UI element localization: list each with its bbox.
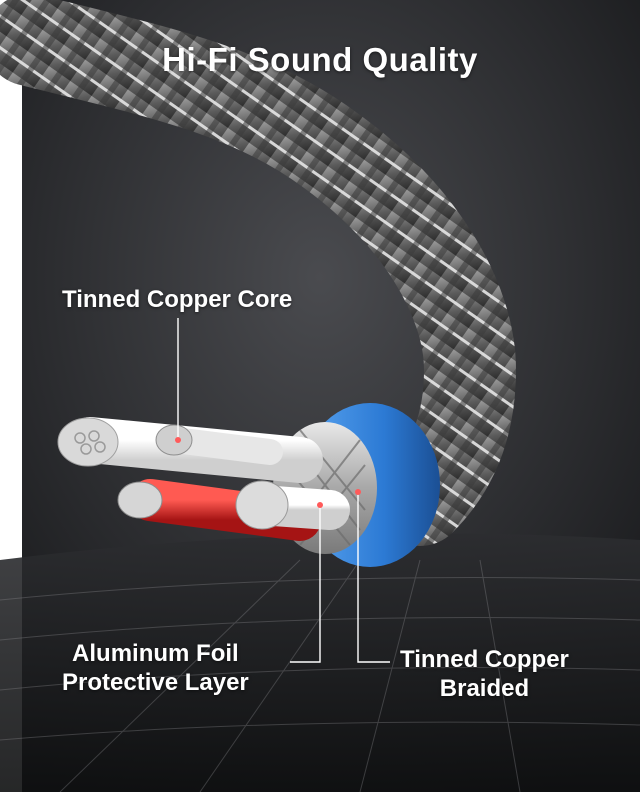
page-title: Hi-Fi Sound Quality [162,41,478,78]
white-wire-texture [74,430,106,455]
floor-lines [0,559,640,792]
callout-aluminum-foil: Aluminum Foil Protective Layer [62,640,249,698]
callout-braid-line1: Tinned Copper [400,646,569,673]
white-wire-strands [57,417,119,467]
braided-jacket [0,0,517,546]
callout-tinned-copper-braided: Tinned Copper Braided [400,646,569,704]
callout-foil-line1: Aluminum Foil [72,640,239,667]
red-wire-strands [117,481,163,519]
callout-dots [175,437,361,508]
white-wire-2-strands [235,480,289,530]
callout-foil-line2: Protective Layer [62,668,249,696]
callout-tinned-copper-core: Tinned Copper Core [62,286,293,313]
callout-lines [177,318,390,663]
callout-braid-line2: Braided [439,674,530,702]
core-strands [155,424,193,456]
